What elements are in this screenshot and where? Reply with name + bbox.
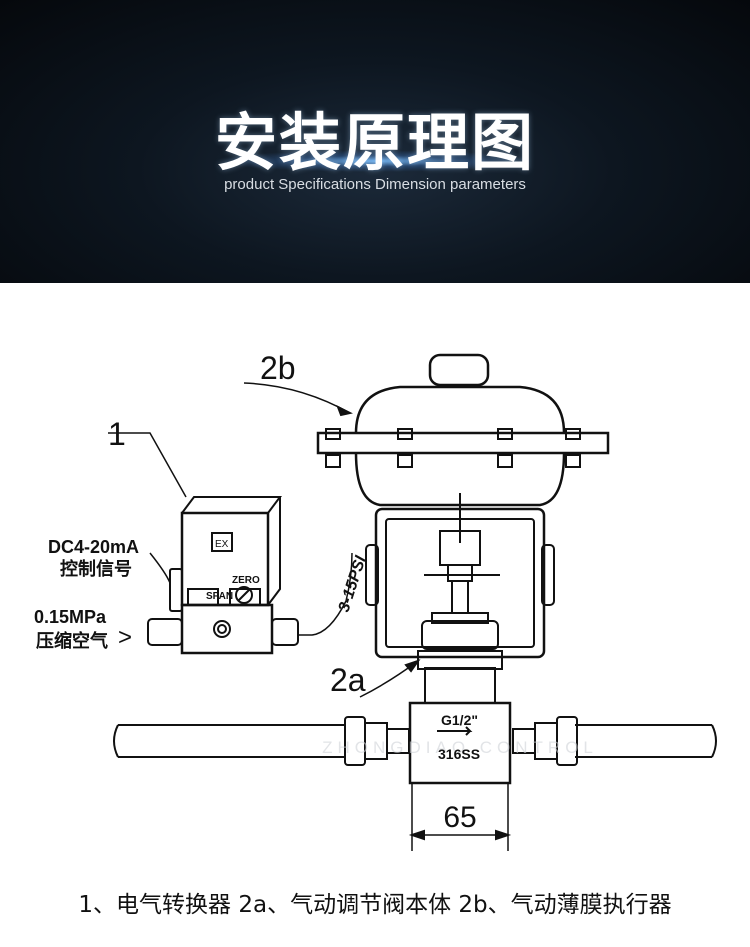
watermark: ZHONGDIAO CONTROL	[322, 738, 598, 757]
valve-body	[408, 650, 512, 785]
converter	[108, 432, 353, 655]
label-actuator: 2b	[260, 350, 296, 386]
span-label: SPAN	[206, 591, 233, 602]
banner-title: 安装原理图	[214, 106, 535, 179]
ex-mark: EX	[215, 539, 229, 550]
port-size: G1/2"	[441, 712, 478, 728]
air-line2: 压缩空气	[36, 630, 108, 652]
legend-caption: 1、电气转换器 2a、气动调节阀本体 2b、气动薄膜执行器	[78, 892, 672, 918]
yoke	[365, 493, 555, 659]
valve-body-pointer	[359, 659, 421, 698]
signal-line2: 控制信号	[60, 558, 132, 580]
right-fitting	[512, 716, 578, 766]
dimension-lines	[408, 783, 512, 851]
material: 316SS	[438, 746, 480, 762]
dimension-value: 65	[443, 801, 476, 834]
installation-diagram: ZHONGDIAO CONTROL 1 2b 2a DC4-20mA 控制信号 …	[34, 350, 717, 851]
header-banner: 安装原理图 product Specifications Dimension p…	[0, 0, 750, 283]
actuator	[243, 353, 610, 507]
label-valve-body: 2a	[330, 662, 366, 698]
banner-subtitle: product Specifications Dimension paramet…	[224, 176, 526, 193]
banner-glow	[215, 150, 535, 172]
air-line1: 0.15MPa	[34, 607, 107, 627]
pressure-range: 3-15PSI	[336, 553, 370, 614]
pipe	[113, 724, 717, 758]
air-arrow: >	[118, 624, 132, 651]
label-converter: 1	[108, 416, 126, 452]
left-fitting	[344, 716, 410, 766]
signal-line1: DC4-20mA	[48, 537, 139, 557]
zero-label: ZERO	[232, 575, 260, 586]
